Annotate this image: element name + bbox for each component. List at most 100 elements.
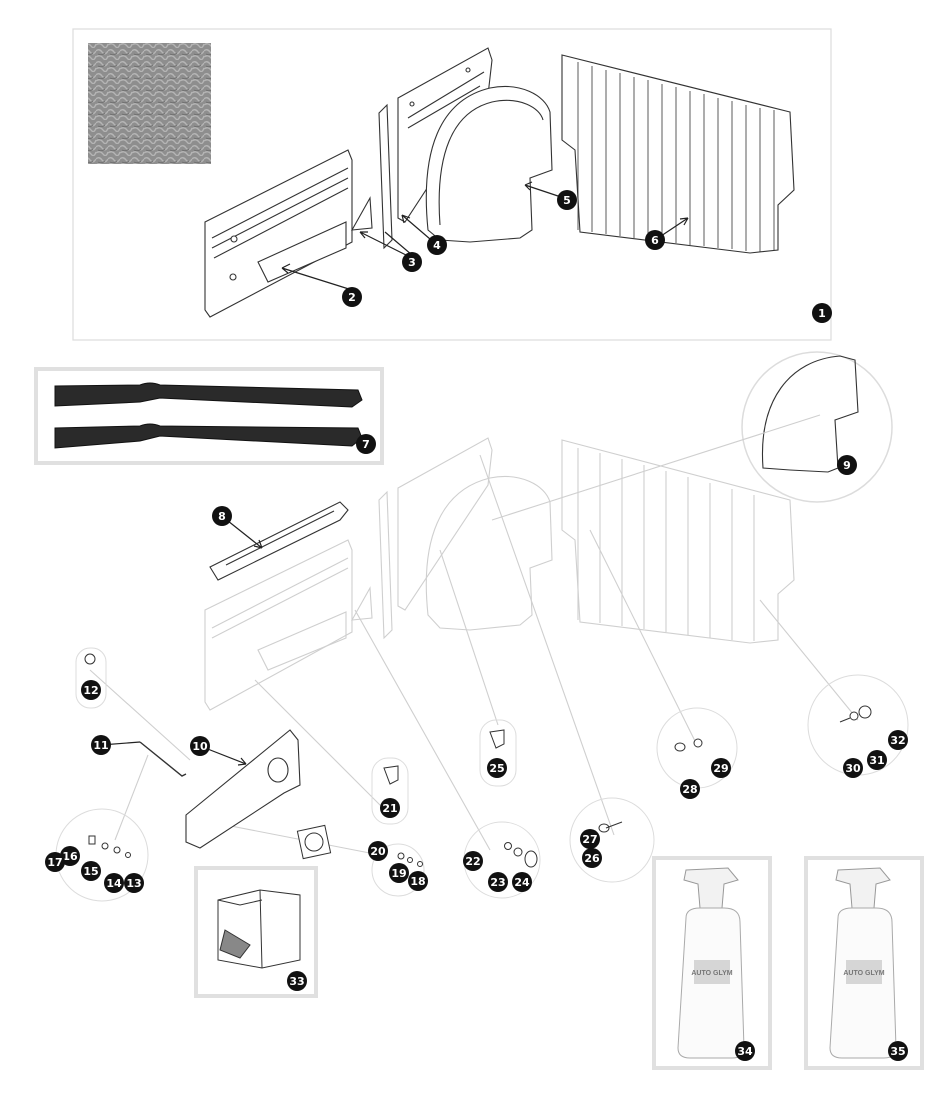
callout-number: 6 [651,234,659,247]
cleaner-bottle-34 [677,867,745,1059]
vertical-trim-strip [378,103,393,250]
callout-number: 11 [93,739,108,752]
kit-frame [72,28,832,341]
product-frame-34 [652,856,772,1070]
callout-number: 28 [682,783,697,796]
callout-number: 2 [348,291,356,304]
callout-marker [60,846,80,866]
callout-11: 11 [91,735,111,755]
callout-marker [427,235,447,255]
callout-27: 27 [580,829,600,849]
callout-14: 14 [104,873,124,893]
callout-number: 7 [362,438,370,451]
callout-marker [735,1041,755,1061]
callout-17: 17 [45,852,65,872]
callout-marker [487,758,507,778]
callout-9: 9 [837,455,857,475]
callout-number: 3 [408,256,416,269]
callout-26: 26 [582,848,602,868]
callout-marker [680,779,700,799]
support-rod [139,741,187,777]
callout-number: 5 [563,194,571,207]
callout-7: 7 [356,434,376,454]
callout-number: 23 [490,876,505,889]
callout-number: 19 [391,867,406,880]
callout-marker [645,230,665,250]
callout-marker [287,971,307,991]
callout-number: 16 [62,850,78,863]
bottle-label-34: AUTO GLYM [691,970,732,977]
callout-marker [843,758,863,778]
parcel-shelf-rail [209,501,349,581]
callout-number: 34 [737,1045,753,1058]
callout-marker [368,841,388,861]
rear-trim-board [561,54,795,254]
callout-marker [582,848,602,868]
callout-marker [81,680,101,700]
callout-marker [488,872,508,892]
callout-6: 6 [645,230,665,250]
callout-33: 33 [287,971,307,991]
callout-number: 35 [890,1045,905,1058]
callout-15: 15 [81,861,101,881]
callout-marker [711,758,731,778]
sill-finisher-strips [54,382,363,449]
callout-20: 20 [368,841,388,861]
callout-25: 25 [487,758,507,778]
callout-number: 29 [713,762,728,775]
callout-marker [512,872,532,892]
callout-number: 24 [514,876,530,889]
callout-marker [389,863,409,883]
callout-number: 25 [489,762,504,775]
callout-number: 9 [843,459,851,472]
callout-28: 28 [680,779,700,799]
corner-trim-piece [351,196,373,231]
callout-30: 30 [843,758,863,778]
callout-16: 16 [60,846,80,866]
callout-marker [408,871,428,891]
callout-1: 1 [812,303,832,323]
speaker-grille [296,824,332,860]
callout-number: 14 [106,877,122,890]
callout-13: 13 [124,873,144,893]
callout-number: 20 [370,845,386,858]
speaker-bracket [185,729,301,849]
callout-marker [380,798,400,818]
door-trim-panel [204,149,353,318]
callout-8: 8 [212,506,232,526]
product-frame-35 [804,856,924,1070]
callout-marker [888,730,908,750]
callout-number: 17 [47,856,62,869]
callout-marker [580,829,600,849]
fastener-group-2 [371,843,425,897]
callout-10: 10 [190,736,210,756]
callout-22: 22 [463,851,483,871]
callout-marker [867,750,887,770]
callout-32: 32 [888,730,908,750]
callout-21: 21 [380,798,400,818]
callout-23: 23 [488,872,508,892]
callout-marker [124,873,144,893]
callout-number: 21 [382,802,397,815]
callout-4: 4 [427,235,447,255]
callout-12: 12 [81,680,101,700]
callout-3: 3 [402,252,422,272]
callout-31: 31 [867,750,887,770]
small-hardware [84,653,872,868]
callout-number: 15 [83,865,98,878]
callout-number: 26 [584,852,600,865]
callout-marker [812,303,832,323]
trim-material-swatch [88,43,211,164]
callout-35: 35 [888,1041,908,1061]
clip-frame-25 [479,719,517,787]
callout-marker [402,252,422,272]
callout-marker [212,506,232,526]
callout-19: 19 [389,863,409,883]
callout-marker [837,455,857,475]
callout-marker [190,736,210,756]
callout-number: 12 [83,684,98,697]
bottle-label-35: AUTO GLYM [843,970,884,977]
callout-marker [81,861,101,881]
